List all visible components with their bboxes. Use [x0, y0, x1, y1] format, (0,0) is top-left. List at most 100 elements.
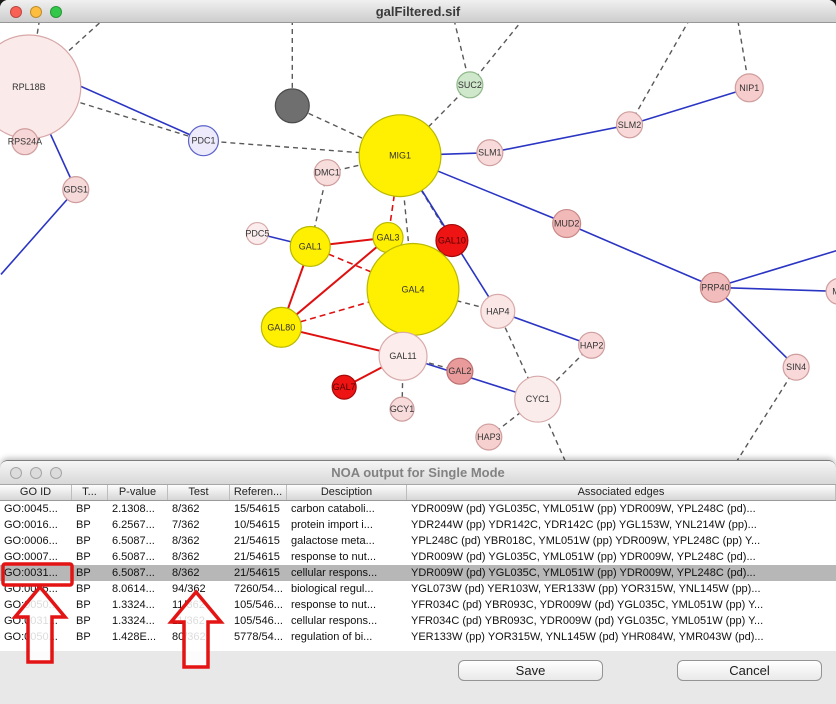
cell: 1.3324...	[112, 599, 155, 611]
node-GAL11[interactable]	[378, 331, 428, 381]
node-MS[interactable]	[825, 278, 836, 305]
node-GAL10[interactable]	[435, 223, 469, 258]
cell: BP	[76, 535, 91, 547]
minimize-button[interactable]	[30, 467, 42, 479]
edge-dash	[628, 23, 689, 126]
window-controls-inactive	[10, 467, 62, 479]
edge-blue	[629, 87, 750, 126]
edge-blue	[0, 189, 77, 275]
node-DMC1[interactable]	[313, 159, 341, 187]
node-GAL1[interactable]	[289, 225, 331, 268]
cell: 8.0614...	[112, 583, 155, 595]
edge-blue	[566, 222, 716, 289]
node-label: SIN4	[786, 362, 806, 372]
node-label: MIG1	[389, 151, 411, 161]
network-canvas: RPL18BRPS24AGDS1PDC1DMC1MIG1SUC2SLM1SLM2…	[0, 23, 836, 460]
save-button[interactable]: Save	[458, 660, 603, 681]
cell: 7/362	[172, 519, 200, 531]
node-label: GAL1	[299, 241, 322, 251]
cancel-button[interactable]: Cancel	[677, 660, 822, 681]
node-label: SLM1	[478, 148, 501, 158]
close-button[interactable]	[10, 467, 22, 479]
cell: biological regul...	[291, 583, 374, 595]
node-label: PDC5	[245, 229, 269, 239]
node-label: GAL10	[438, 235, 466, 245]
node-SUC2[interactable]	[456, 71, 484, 99]
zoom-button[interactable]	[50, 6, 62, 18]
minimize-button[interactable]	[30, 6, 42, 18]
node-label: CYC1	[526, 394, 550, 404]
cell: protein import i...	[291, 519, 373, 531]
cell: BP	[76, 631, 91, 643]
node-NIP1[interactable]	[734, 73, 764, 103]
cell: 21/54615	[234, 567, 280, 579]
node-PRP40[interactable]	[699, 271, 731, 303]
node-label: HAP2	[580, 340, 603, 350]
edge-blue	[715, 249, 836, 289]
node-HAP2[interactable]	[578, 331, 606, 359]
node-GAL80[interactable]	[260, 306, 302, 348]
column-header[interactable]: Associated edges	[407, 485, 836, 500]
node-RPS24A[interactable]	[11, 128, 39, 156]
node-SLM2[interactable]	[615, 111, 644, 139]
cell: BP	[76, 503, 91, 515]
node-MIG1[interactable]	[358, 114, 442, 198]
node-CYC1[interactable]	[514, 375, 562, 423]
zoom-button[interactable]	[50, 467, 62, 479]
cell: YDR009W (pd) YGL035C, YML051W (pp) YDR00…	[411, 551, 756, 563]
column-header[interactable]: Referen...	[230, 485, 287, 500]
node-PDC1[interactable]	[187, 125, 220, 157]
node-GDS1[interactable]	[62, 176, 90, 204]
node-SLM1[interactable]	[476, 139, 504, 167]
noa-window-titlebar[interactable]: NOA output for Single Mode	[0, 461, 836, 485]
graph-window-titlebar[interactable]: galFiltered.sif	[0, 0, 836, 23]
edge-blue	[715, 286, 836, 293]
edge-dash	[736, 366, 797, 460]
column-header[interactable]: Test	[168, 485, 230, 500]
cell: 6.5087...	[112, 535, 155, 547]
cell: 15/54615	[234, 503, 280, 515]
node-label: GAL3	[377, 233, 400, 243]
node-PDC5[interactable]	[245, 221, 269, 246]
cell: GO:0045...	[4, 503, 58, 515]
cell: GO:0016...	[4, 519, 58, 531]
cell: 21/54615	[234, 535, 280, 547]
column-header[interactable]: T...	[72, 485, 108, 500]
node-GAL2[interactable]	[446, 357, 474, 385]
close-button[interactable]	[10, 6, 22, 18]
node-label: SLM2	[618, 120, 641, 130]
cell: 7260/54...	[234, 583, 283, 595]
cell: 94/362	[172, 583, 206, 595]
cell: regulation of bi...	[291, 631, 373, 643]
cell: 8/362	[172, 503, 200, 515]
node-gray[interactable]	[274, 88, 310, 124]
cell: 10/54615	[234, 519, 280, 531]
cell: 6.5087...	[112, 551, 155, 563]
cell: YDR244W (pp) YDR142C, YDR142C (pp) YGL15…	[411, 519, 757, 531]
cell: cellular respons...	[291, 567, 378, 579]
node-HAP4[interactable]	[480, 293, 516, 329]
column-header[interactable]: GO ID	[0, 485, 72, 500]
cell: 8/362	[172, 567, 200, 579]
cell: GO:0050...	[4, 631, 58, 643]
node-SIN4[interactable]	[782, 353, 810, 381]
node-GAL7[interactable]	[331, 374, 357, 400]
node-GCY1[interactable]	[389, 396, 415, 422]
node-HAP3[interactable]	[475, 423, 503, 451]
node-label: GDS1	[64, 185, 88, 195]
column-header[interactable]: P-value	[108, 485, 168, 500]
cell: GO:0065...	[4, 583, 58, 595]
node-MUD2[interactable]	[552, 208, 582, 239]
column-header[interactable]: Desciption	[287, 485, 407, 500]
cell: response to nut...	[291, 551, 376, 563]
